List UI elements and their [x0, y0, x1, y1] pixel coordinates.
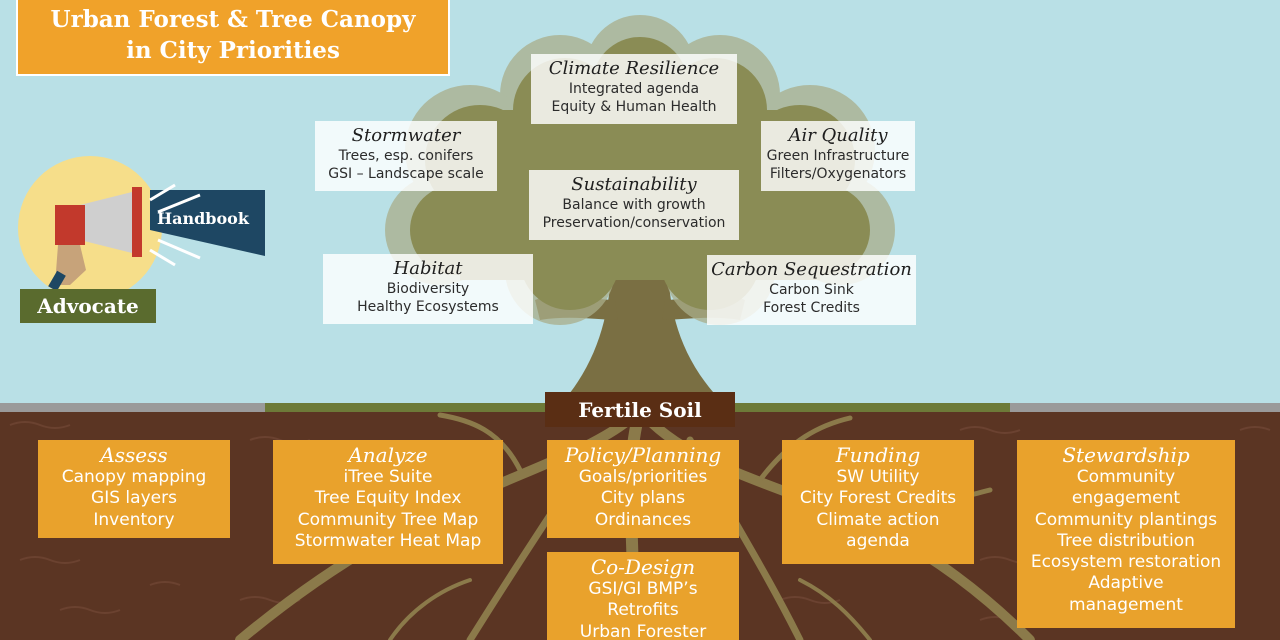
policy-planning-line: Goals/priorities	[578, 467, 708, 487]
carbon-sequestration-line: Carbon Sink	[769, 282, 854, 298]
funding-box: Funding SW Utility City Forest Credits C…	[782, 440, 974, 564]
carbon-sequestration-box: Carbon Sequestration Carbon Sink Forest …	[707, 255, 916, 325]
habitat-line: Healthy Ecosystems	[357, 299, 499, 315]
analyze-line: Stormwater Heat Map	[294, 530, 482, 551]
funding-heading: Funding	[835, 443, 921, 467]
sustainability-line: Balance with growth	[562, 197, 706, 213]
assess-heading: Assess	[100, 443, 168, 467]
assess-box: Assess Canopy mapping GIS layers Invento…	[38, 440, 230, 538]
stewardship-line: Community plantings	[1034, 509, 1218, 530]
assess-line: Inventory	[93, 509, 175, 530]
stewardship-line: management	[1069, 594, 1183, 615]
fertile-soil-label: Fertile Soil	[545, 392, 735, 427]
policy-planning-line: Ordinances	[594, 509, 692, 530]
pavement-left	[0, 403, 265, 412]
analyze-line: Tree Equity Index	[314, 488, 462, 509]
co-design-line: Retrofits	[607, 600, 679, 621]
stewardship-line: Ecosystem restoration	[1030, 552, 1222, 573]
stewardship-heading: Stewardship	[1062, 443, 1190, 467]
funding-line: SW Utility	[836, 467, 920, 487]
title-banner: Urban Forest & Tree Canopy in City Prior…	[16, 0, 450, 76]
policy-planning-heading: Policy/Planning	[564, 443, 722, 467]
funding-line: agenda	[846, 530, 910, 551]
stormwater-line: Trees, esp. conifers	[338, 148, 474, 164]
stewardship-line: Community	[1076, 467, 1176, 487]
pavement-right	[1010, 403, 1280, 412]
analyze-line: iTree Suite	[343, 467, 433, 487]
stormwater-heading: Stormwater	[351, 125, 461, 146]
habitat-line: Biodiversity	[386, 281, 470, 297]
analyze-box: Analyze iTree Suite Tree Equity Index Co…	[273, 440, 503, 564]
assess-line: GIS layers	[91, 488, 177, 509]
handbook-label: Handbook	[157, 209, 249, 228]
analyze-heading: Analyze	[348, 443, 428, 467]
stewardship-line: Adaptive	[1088, 573, 1164, 594]
sustainability-heading: Sustainability	[571, 174, 697, 195]
air-quality-line: Green Infrastructure	[766, 148, 910, 164]
climate-resilience-box: Climate Resilience Integrated agenda Equ…	[531, 54, 737, 124]
title-line-2: in City Priorities	[126, 37, 340, 64]
air-quality-line: Filters/Oxygenators	[769, 166, 907, 182]
stewardship-line: engagement	[1071, 488, 1181, 509]
habitat-heading: Habitat	[393, 258, 463, 279]
policy-planning-line: City plans	[600, 488, 686, 509]
title-line-1: Urban Forest & Tree Canopy	[50, 6, 416, 33]
analyze-line: Community Tree Map	[297, 509, 479, 530]
co-design-line: Urban Forester	[579, 621, 707, 640]
co-design-box: Co-Design GSI/GI BMP’s Retrofits Urban F…	[547, 552, 739, 640]
co-design-line: GSI/GI BMP’s	[588, 579, 698, 599]
funding-line: City Forest Credits	[799, 488, 957, 509]
advocate-badge: Advocate	[20, 289, 156, 323]
sustainability-line: Preservation/conservation	[542, 215, 726, 231]
megaphone-icon	[18, 156, 265, 300]
co-design-heading: Co-Design	[590, 555, 696, 579]
air-quality-heading: Air Quality	[788, 125, 888, 146]
habitat-box: Habitat Biodiversity Healthy Ecosystems	[323, 254, 533, 324]
assess-line: Canopy mapping	[61, 467, 207, 487]
stormwater-box: Stormwater Trees, esp. conifers GSI – La…	[315, 121, 497, 191]
funding-line: Climate action	[816, 509, 940, 530]
climate-resilience-line: Integrated agenda	[568, 81, 700, 97]
climate-resilience-heading: Climate Resilience	[548, 58, 720, 79]
stewardship-line: Tree distribution	[1057, 530, 1195, 551]
climate-resilience-line: Equity & Human Health	[551, 99, 717, 115]
stormwater-line: GSI – Landscape scale	[328, 166, 484, 182]
air-quality-box: Air Quality Green Infrastructure Filters…	[761, 121, 915, 191]
carbon-sequestration-heading: Carbon Sequestration	[711, 259, 912, 280]
carbon-sequestration-line: Forest Credits	[763, 300, 860, 316]
sustainability-box: Sustainability Balance with growth Prese…	[529, 170, 739, 240]
policy-planning-box: Policy/Planning Goals/priorities City pl…	[547, 440, 739, 538]
stewardship-box: Stewardship Community engagement Communi…	[1017, 440, 1235, 628]
